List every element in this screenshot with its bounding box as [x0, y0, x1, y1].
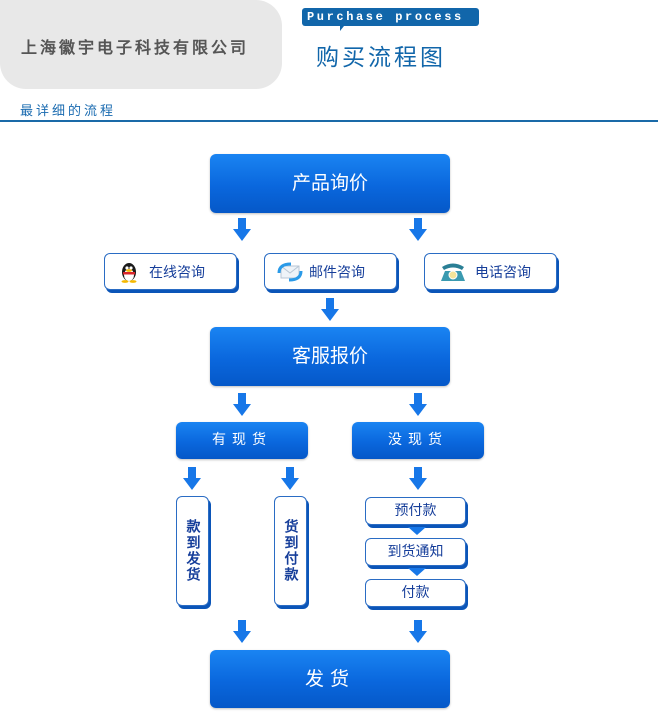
in-stock-box: 有现货: [176, 422, 308, 459]
tag-tail: [340, 26, 347, 31]
phone-consult-label: 电话咨询: [475, 264, 531, 281]
arrival-notice-box: 到货通知: [365, 538, 466, 566]
arrow-down-icon: [281, 467, 299, 491]
step-shipment: 发货: [210, 650, 450, 708]
step-customer-service-quote: 客服报价: [210, 327, 450, 386]
online-consult-box: 在线咨询: [104, 253, 237, 290]
cash-on-delivery-label: 货到付款: [282, 519, 299, 583]
telephone-icon: [439, 261, 467, 283]
online-consult-label: 在线咨询: [149, 264, 205, 281]
step-product-inquiry: 产品询价: [210, 154, 450, 213]
email-consult-box: 邮件咨询: [264, 253, 397, 290]
triangle-down-icon: [408, 568, 426, 576]
arrow-down-icon: [183, 467, 201, 491]
email-consult-label: 邮件咨询: [309, 264, 365, 281]
arrow-down-icon: [409, 218, 427, 242]
subtitle: 最详细的流程: [20, 104, 117, 119]
arrow-down-icon: [233, 620, 251, 644]
arrow-down-icon: [233, 393, 251, 417]
arrow-down-icon: [409, 393, 427, 417]
cash-on-delivery-box: 货到付款: [274, 496, 307, 606]
arrow-down-icon: [321, 298, 339, 322]
arrow-down-icon: [409, 620, 427, 644]
payment-box: 付款: [365, 579, 466, 607]
qq-penguin-icon: [117, 261, 141, 283]
payment-before-delivery-label: 款到发货: [184, 519, 201, 583]
triangle-down-icon: [408, 527, 426, 535]
out-of-stock-box: 没现货: [352, 422, 484, 459]
arrow-down-icon: [409, 467, 427, 491]
company-name: 上海徽宇电子科技有限公司: [21, 38, 250, 57]
email-refresh-icon: [277, 261, 303, 283]
prepayment-box: 预付款: [365, 497, 466, 525]
company-banner: 上海徽宇电子科技有限公司: [0, 0, 282, 89]
phone-consult-box: 电话咨询: [424, 253, 557, 290]
page-title: 购买流程图: [316, 45, 446, 71]
purchase-process-tag: Purchase process: [302, 8, 479, 26]
payment-before-delivery-box: 款到发货: [176, 496, 209, 606]
arrow-down-icon: [233, 218, 251, 242]
header-divider: [0, 120, 658, 122]
